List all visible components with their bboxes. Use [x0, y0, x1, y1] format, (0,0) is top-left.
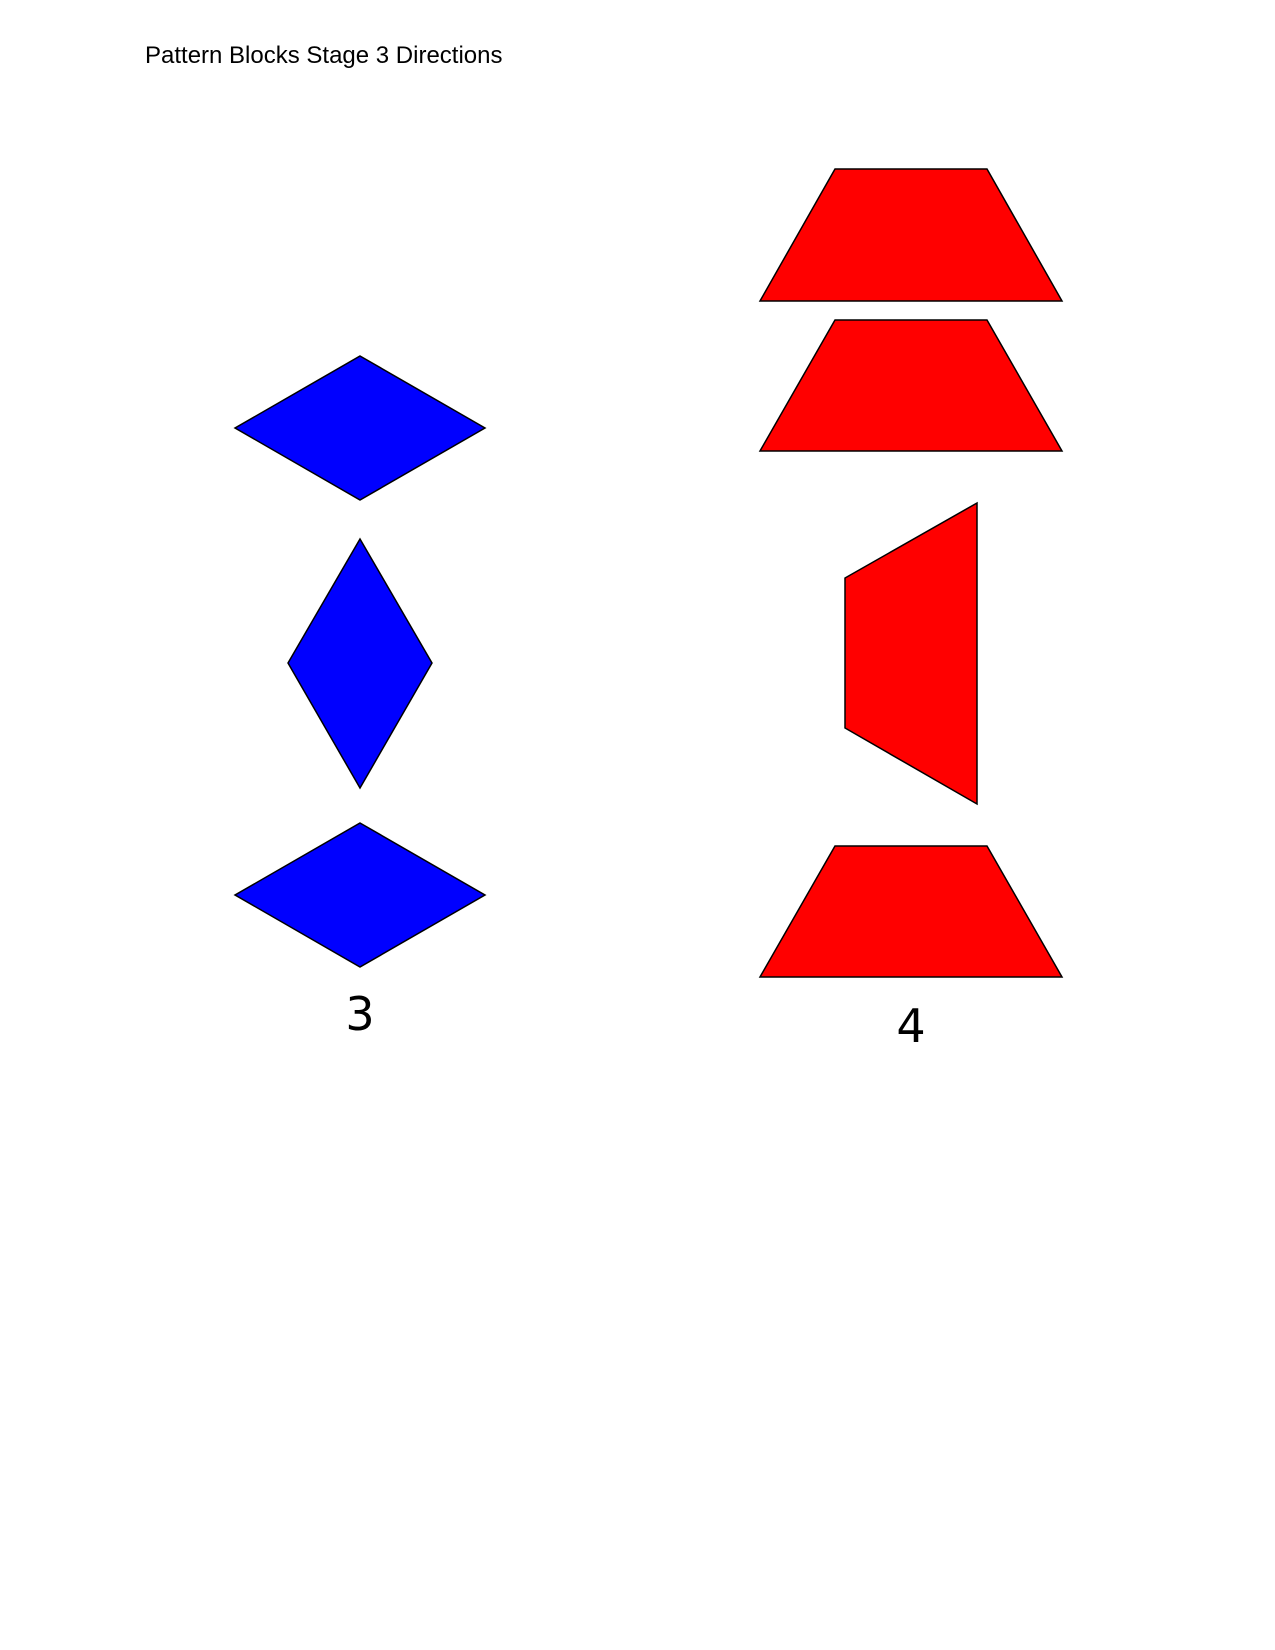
blue-rhombus-vertical [287, 537, 433, 790]
blue-rhombus-horizontal-top [233, 355, 487, 501]
blue-rhombus-horizontal-bottom [233, 822, 487, 968]
direction-number-3: 3 [345, 987, 374, 1041]
direction-number-4: 4 [896, 999, 925, 1053]
red-trapezoid-rotated [844, 501, 978, 806]
direction-3-group: 3 [233, 355, 487, 1041]
page-header: Pattern Blocks Stage 3 Directions [145, 42, 503, 69]
red-trapezoid-second [758, 319, 1064, 452]
red-trapezoid-bottom [758, 845, 1064, 978]
direction-4-group: 4 [758, 168, 1064, 1053]
red-trapezoid-top [758, 168, 1064, 302]
